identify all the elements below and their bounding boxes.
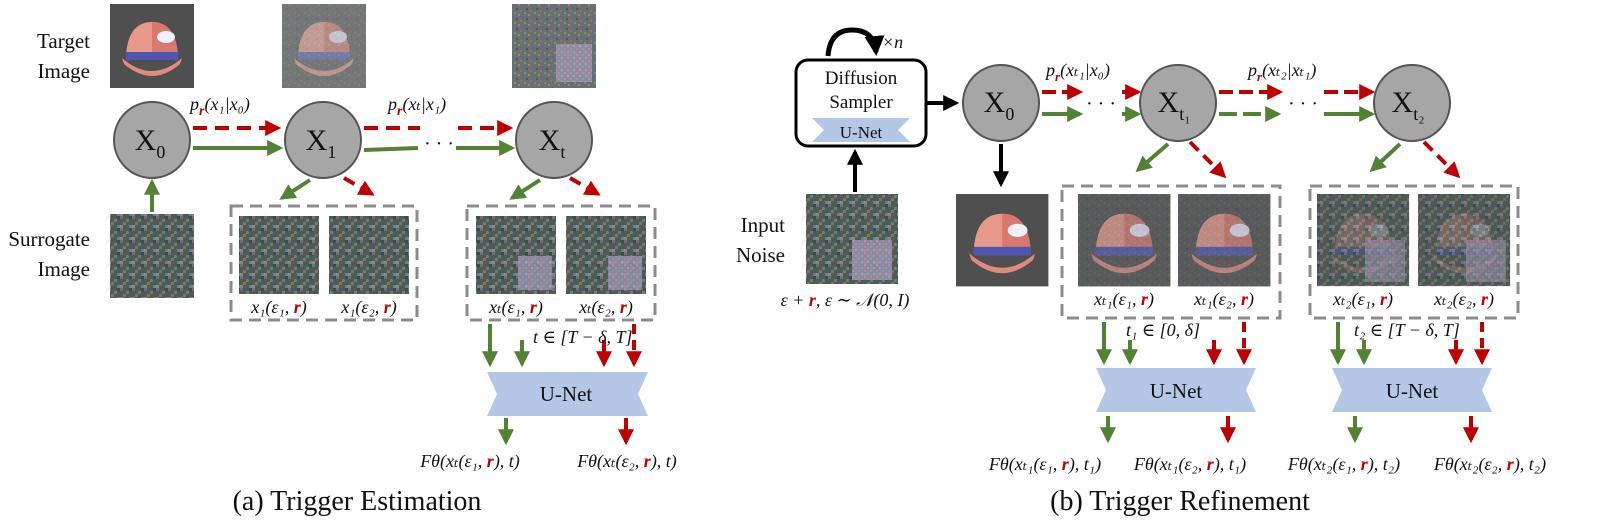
box-label: xₜ(ε₁, r) <box>488 297 543 318</box>
unet-label-2: U-Net <box>1386 379 1439 403</box>
target-image-clean <box>110 4 194 88</box>
t1-range-label: t₁ ∈ [0, δ] <box>1126 320 1200 340</box>
node-xt1-sub: t₁ <box>1179 104 1190 124</box>
sample-image-trigger <box>476 216 556 294</box>
svg-text:Xt₂: Xt₂ <box>1392 86 1425 124</box>
node-xt1 <box>1139 64 1217 142</box>
ellipsis: · · · <box>1086 93 1116 115</box>
green-line <box>363 146 419 152</box>
target-label-line1: Target <box>37 29 90 53</box>
box-label: x₁(ε₂, r) <box>340 297 397 318</box>
input-noise-image <box>806 194 898 284</box>
panel-a: Target Image X0 X1 Xt pr(x₁|x₀) pr(xₜ|x₁… <box>8 4 677 517</box>
svg-text:X0: X0 <box>984 86 1015 124</box>
red-dashed-arrow <box>343 176 375 196</box>
svg-text:Xt: Xt <box>539 124 566 162</box>
output-label-1: Fθ(xₜ₁(ε₁, r), t₁) <box>988 454 1101 475</box>
sampler-label-line2: Sampler <box>829 92 893 113</box>
node-xt <box>515 101 593 179</box>
node-xt-main: X <box>539 124 561 157</box>
node-xt1-main: X <box>1158 86 1180 119</box>
node-xt2 <box>1373 64 1451 142</box>
sampler-unet-label: U-Net <box>840 123 883 142</box>
target-image-noisy <box>282 4 366 88</box>
node-xt2-sub: t₂ <box>1413 104 1424 124</box>
sample-image <box>1178 194 1271 287</box>
t2-range-label: t₂ ∈ [T − δ, T] <box>1354 320 1460 340</box>
sample-image <box>1078 194 1171 287</box>
box-label: xₜ₂(ε₁, r) <box>1332 289 1393 310</box>
output-label-1: Fθ(xₜ(ε₁, r), t) <box>419 451 520 472</box>
transition-label-2: pr(xₜ₂|xₜ₁) <box>1246 60 1316 84</box>
node-x1-sub: 1 <box>327 142 336 162</box>
green-arrow <box>509 178 542 200</box>
sample-image-trigger <box>1317 194 1410 287</box>
surrogate-label-line1: Surrogate <box>8 227 90 251</box>
unet-label-1: U-Net <box>1150 379 1203 403</box>
time-range-label: t ∈ [T − δ, T] <box>533 327 633 347</box>
node-x1 <box>284 101 362 179</box>
ellipsis: · · · <box>424 133 454 155</box>
box-label: xₜ(ε₂, r) <box>578 297 633 318</box>
unet-block-2 <box>1332 368 1492 412</box>
sample-box-xt2 <box>1308 184 1520 320</box>
node-x1-main: X <box>306 124 328 157</box>
input-label-line1: Input <box>741 213 785 237</box>
unet-label: U-Net <box>540 382 593 406</box>
input-formula: ε + r, ε ∼ 𝒩(0, I) <box>781 290 910 311</box>
surrogate-image <box>110 214 194 298</box>
caption-a: (a) Trigger Estimation <box>233 486 482 517</box>
surrogate-label-line2: Image <box>38 257 90 281</box>
node-x0-main: X <box>135 124 157 157</box>
target-image-trigger <box>512 4 596 88</box>
output-label-4: Fθ(xₜ₂(ε₂, r), t₂) <box>1433 454 1546 475</box>
node-xt2-main: X <box>1392 86 1414 119</box>
svg-text:X0: X0 <box>135 124 166 162</box>
input-label-line2: Noise <box>736 243 785 267</box>
sample-image-trigger <box>566 216 646 294</box>
box-label: x₁(ε₁, r) <box>250 297 307 318</box>
sample-image <box>239 216 319 294</box>
unet-block <box>487 372 648 416</box>
output-label-3: Fθ(xₜ₂(ε₁, r), t₂) <box>1287 454 1400 475</box>
green-arrow <box>1135 142 1170 173</box>
box-label: xₜ₁(ε₂, r) <box>1193 289 1254 310</box>
box-label: xₜ₂(ε₂, r) <box>1433 289 1494 310</box>
sample-image-trigger <box>1418 194 1511 287</box>
box-label: xₜ₁(ε₁, r) <box>1093 289 1154 310</box>
sample-box-x1 <box>229 204 419 322</box>
green-arrow <box>279 178 312 200</box>
ellipsis: · · · <box>1288 93 1318 115</box>
sample-image <box>329 216 409 294</box>
node-x0-sub: 0 <box>1005 104 1014 124</box>
node-x0-sub: 0 <box>156 142 165 162</box>
node-x0 <box>962 64 1040 142</box>
caption-b: (b) Trigger Refinement <box>1050 486 1310 517</box>
transition-label-1: pr(xₜ₁|x₀) <box>1044 60 1110 84</box>
sampler-label-line1: Diffusion <box>825 68 898 89</box>
node-xt-sub: t <box>560 142 565 162</box>
transition-label-1: pr(x₁|x₀) <box>188 94 250 119</box>
target-label-line2: Image <box>38 59 90 83</box>
red-dashed-arrow <box>1188 140 1227 179</box>
node-x0-main: X <box>984 86 1006 119</box>
repeat-label: ×n <box>882 32 903 52</box>
svg-text:Xt₁: Xt₁ <box>1158 86 1191 124</box>
sample-box-xt1 <box>1060 184 1282 320</box>
generated-image <box>956 194 1049 287</box>
loop-arrow <box>825 27 885 57</box>
transition-label-2: pr(xₜ|x₁) <box>386 94 446 119</box>
output-label-2: Fθ(xₜ₁(ε₂, r), t₁) <box>1133 454 1246 475</box>
svg-text:X1: X1 <box>306 124 337 162</box>
unet-block-1 <box>1096 368 1256 412</box>
red-dashed-arrow <box>1422 140 1461 179</box>
output-label-2: Fθ(xₜ(ε₂, r), t) <box>576 451 677 472</box>
green-arrow <box>1369 142 1402 173</box>
panel-b: ×n Diffusion Sampler U-Net Input Noise ε… <box>736 27 1546 517</box>
node-x0 <box>113 101 191 179</box>
red-dashed-arrow <box>569 176 601 196</box>
sampler-unet-block <box>812 118 910 142</box>
